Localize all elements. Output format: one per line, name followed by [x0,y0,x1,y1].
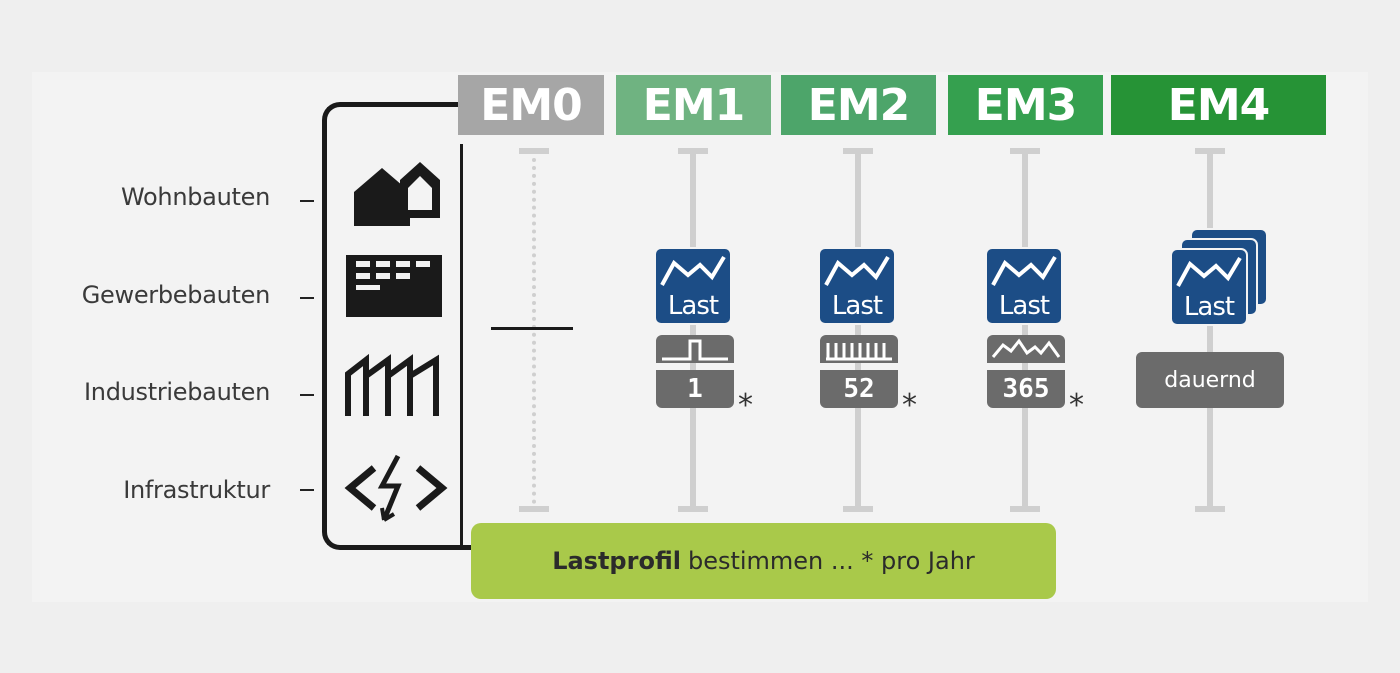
measurement-bar-em3 [987,335,1065,363]
daily-curve-icon [991,338,1061,358]
axis-cap-bottom [1195,506,1225,512]
row-label-infrastruktur: Infrastruktur [123,476,270,504]
em0-marker-line [491,327,573,330]
axis-cap-bottom [519,506,549,512]
continuous-measurement-badge: dauernd [1136,352,1284,408]
bracket-divider [460,144,463,550]
level-header-em0: EM0 [458,75,604,135]
level-header-em4: EM4 [1111,75,1326,135]
em0-dotted-axis [532,158,536,504]
load-profile-tile-em1: Last [654,247,732,325]
single-pulse-icon [662,339,728,361]
asterisk-em2: * [902,388,917,423]
factory-icon [345,353,439,416]
em4-axis [1207,150,1213,510]
row-label-gewerbebauten: Gewerbebauten [81,281,271,309]
weekly-pulses-icon [826,343,892,361]
level-header-em2: EM2 [781,75,936,135]
row-tick [300,297,314,299]
power-infrastructure-icon [344,454,448,522]
load-profile-tile-em3: Last [985,247,1063,325]
axis-cap-bottom [1010,506,1040,512]
axis-cap-bottom [678,506,708,512]
footer-bold-text: Lastprofil [552,547,681,575]
row-tick [300,200,314,202]
footer-text: bestimmen ... * pro Jahr [687,547,975,575]
em1-axis [690,150,696,510]
load-curve-icon [991,255,1057,286]
asterisk-em3: * [1069,388,1084,423]
last-label: Last [667,291,719,321]
load-profile-tile-em4: Last [1170,248,1248,326]
frequency-count-em3: 365 [987,370,1065,408]
last-label: Last [1183,292,1235,322]
row-tick [300,394,314,396]
load-profile-tile-em2: Last [818,247,896,325]
measurement-bar-em2 [820,335,898,363]
frequency-count-em1: 1 [656,370,734,408]
axis-cap-bottom [843,506,873,512]
row-tick [300,489,314,491]
row-label-industriebauten: Industriebauten [84,378,270,406]
axis-cap-top [519,148,549,154]
last-label: Last [998,291,1050,321]
commercial-building-icon [346,255,442,317]
load-curve-icon [660,255,726,286]
last-label: Last [831,291,883,321]
asterisk-em1: * [738,388,753,423]
houses-icon [354,162,440,226]
frequency-count-em2: 52 [820,370,898,408]
em3-axis [1022,150,1028,510]
footer-banner: Lastprofil bestimmen ... * pro Jahr [471,523,1056,599]
load-curve-icon [824,255,890,286]
level-header-em3: EM3 [948,75,1103,135]
category-bracket [322,102,482,550]
row-label-wohnbauten: Wohnbauten [121,183,270,211]
level-header-em1: EM1 [616,75,771,135]
load-curve-icon [1176,256,1242,287]
measurement-bar-em1 [656,335,734,363]
em2-axis [855,150,861,510]
